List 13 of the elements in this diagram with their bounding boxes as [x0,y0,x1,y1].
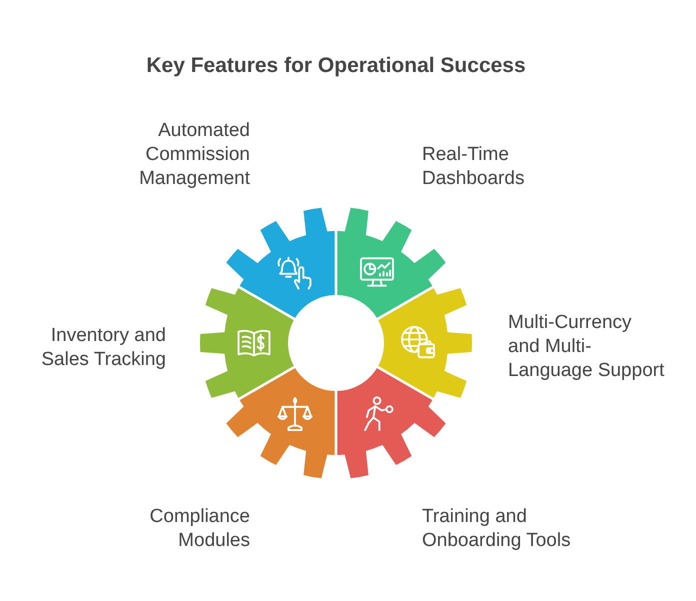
feature-label: Compliance Modules [148,505,250,553]
gear-segment [337,208,446,318]
gear-segment [200,288,294,398]
feature-label: Automated Commission Management [138,119,250,191]
gear-segment [226,208,335,318]
title: Key Features for Operational Success [146,53,526,79]
feature-label: Training and Onboarding Tools [422,505,572,553]
gear-segment [337,368,446,478]
feature-label: Multi-Currency and Multi-Language Support [508,311,666,383]
gear-segment [378,288,472,398]
feature-label: Inventory and Sales Tracking [40,324,166,372]
feature-label: Real-Time Dashboards [422,143,526,191]
gear-segment [226,368,335,478]
